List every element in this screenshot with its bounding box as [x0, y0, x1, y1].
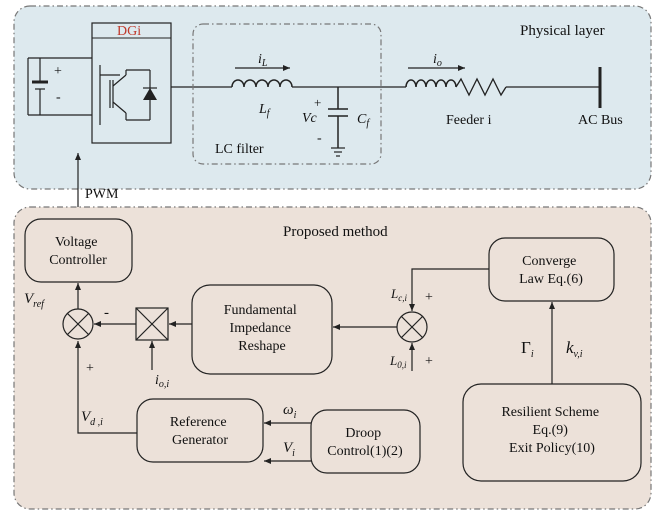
- reference-generator-label: Reference Generator: [170, 415, 230, 448]
- converter-box: [91, 22, 172, 144]
- lc-filter-label: LC filter: [215, 142, 264, 157]
- vi-label: Vi: [283, 440, 295, 459]
- ac-bus-label: AC Bus: [578, 113, 623, 128]
- pwm-label: PWM: [85, 187, 119, 202]
- voltage-controller-label: Voltage Controller: [49, 235, 107, 268]
- sum1-plus: +: [86, 361, 94, 376]
- impedance-reshape-label: Fundamental Impedance Reshape: [224, 303, 301, 354]
- physical-layer-panel: [13, 5, 652, 190]
- impedance-reshape-block: [191, 284, 333, 375]
- feeder-inductor-icon: [405, 79, 457, 88]
- converge-law-label: Converge Law Eq.(6): [519, 254, 583, 287]
- converter-label: DGi: [117, 24, 141, 39]
- lc-i-label: Lc,i: [390, 286, 407, 303]
- gamma-label: Γi: [521, 338, 534, 360]
- voltage-controller-block: [24, 218, 133, 283]
- omega-label: ωi: [283, 402, 297, 421]
- diode-icon: [143, 87, 157, 100]
- cap-name-label: Cf: [357, 112, 370, 129]
- battery-minus: -: [56, 90, 61, 105]
- droop-control-block: [310, 409, 421, 474]
- proposed-method-title: Proposed method: [283, 224, 388, 240]
- converge-to-sum2-arrow: [409, 268, 489, 311]
- lc-filter-box: [192, 23, 382, 165]
- converge-law-block: [488, 237, 615, 302]
- feeder-resistor-icon: [455, 77, 507, 97]
- l0-i-label: L0,i: [389, 353, 407, 370]
- droop-control-label: Droop Control(1)(2): [327, 426, 403, 459]
- v-d-label: Vd ,i: [81, 409, 103, 428]
- feeder-label: Feeder i: [446, 113, 492, 128]
- io-i-label: io,i: [155, 373, 169, 390]
- battery-icon: [27, 57, 50, 116]
- cap-minus: -: [317, 131, 322, 146]
- inductor-lf-icon: [231, 79, 293, 88]
- reference-generator-block: [136, 398, 264, 463]
- inductor-name-label: Lf: [258, 102, 271, 119]
- physical-layer-title: Physical layer: [520, 23, 605, 39]
- multiplier-block: [135, 307, 169, 341]
- sum2-plus-top: +: [425, 290, 433, 305]
- refgen-to-sum1-arrow: [75, 341, 137, 434]
- resilient-scheme-label: Resilient Scheme Eq.(9) Exit Policy(10): [501, 405, 602, 456]
- output-current-label: io: [433, 52, 442, 69]
- battery-plus: +: [54, 64, 62, 79]
- summing-junction-1: [62, 308, 94, 340]
- summing-junction-2: [396, 311, 428, 343]
- igbt-icon: [99, 65, 151, 125]
- sum1-minus: -: [104, 305, 109, 321]
- cap-voltage-label: Vc: [302, 111, 318, 126]
- inductor-current-label: iL: [258, 52, 268, 69]
- v-ref-label: Vref: [24, 291, 45, 310]
- ground-icon: [331, 147, 345, 157]
- sum2-plus-bottom: +: [425, 354, 433, 369]
- kv-label: kv,i: [566, 338, 583, 360]
- cap-plus: +: [314, 95, 321, 110]
- capacitor-cf-icon: [328, 87, 348, 148]
